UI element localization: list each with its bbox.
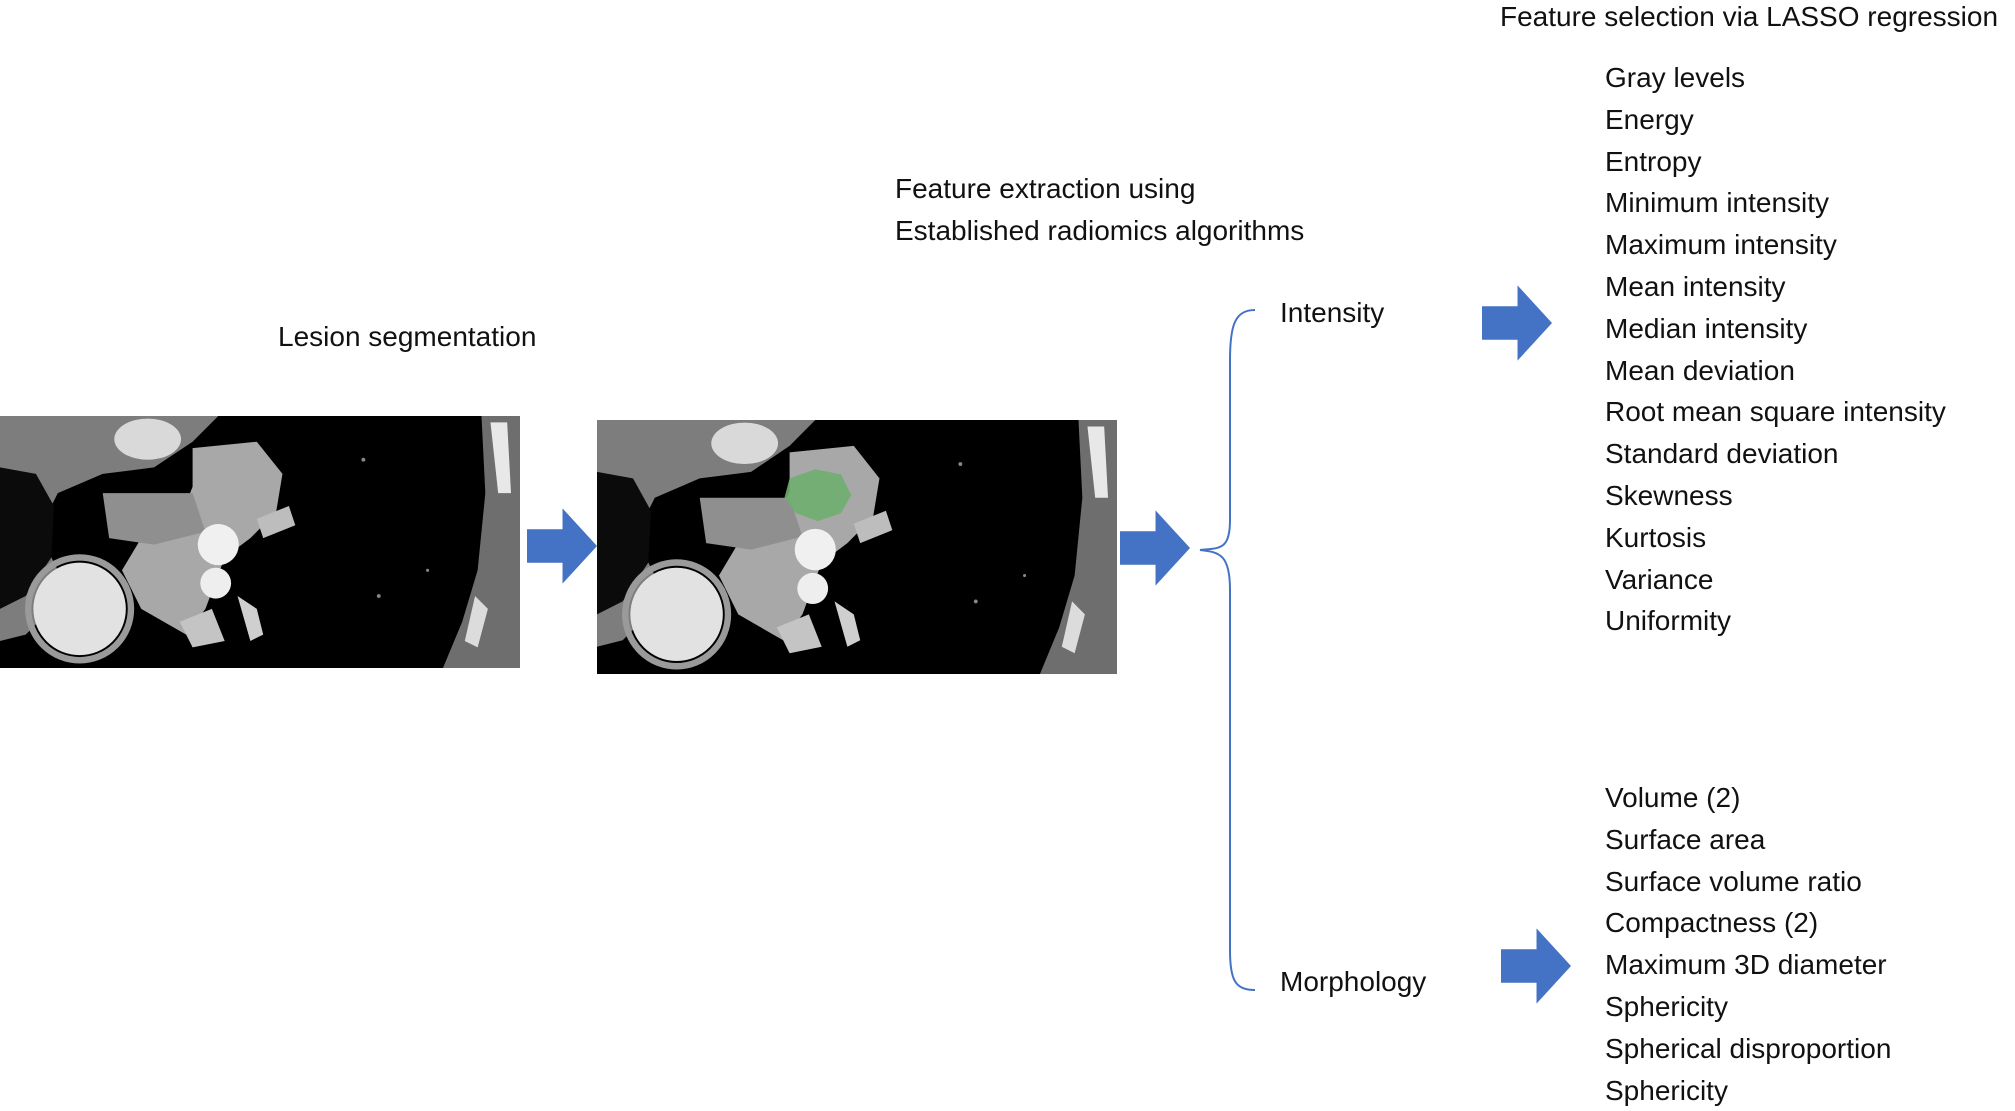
list-item: Energy	[1605, 103, 1694, 135]
morphology-feature-list: Volume (2) Surface area Surface volume r…	[1605, 777, 1891, 1111]
list-item: Maximum 3D diameter	[1605, 949, 1887, 981]
arrow-segmentation-to-extraction	[527, 508, 597, 584]
arrow-image-to-categories	[1120, 510, 1190, 586]
list-item: Root mean square intensity	[1605, 396, 1946, 428]
list-item: Entropy	[1605, 145, 1702, 177]
feature-extraction-label-line1: Feature extraction using	[895, 173, 1196, 204]
list-item: Spherical disproportion	[1605, 1032, 1892, 1064]
list-item: Compactness (2)	[1605, 907, 1819, 939]
ct-image-segmented	[597, 420, 1117, 674]
category-intensity: Intensity	[1280, 297, 1385, 328]
list-item: Maximum intensity	[1605, 229, 1837, 261]
arrow-intensity-to-features	[1482, 285, 1552, 361]
list-item: Mean intensity	[1605, 270, 1786, 302]
list-item: Variance	[1605, 563, 1714, 595]
list-item: Mean deviation	[1605, 354, 1795, 386]
category-morphology: Morphology	[1280, 966, 1427, 997]
list-item: Sphericity	[1605, 990, 1728, 1022]
list-item: Minimum intensity	[1605, 187, 1830, 219]
arrow-morphology-to-features	[1501, 928, 1571, 1004]
list-item: Median intensity	[1605, 312, 1808, 344]
list-item: Uniformity	[1605, 605, 1732, 637]
list-item: Surface volume ratio	[1605, 865, 1862, 897]
list-item: Standard deviation	[1605, 438, 1839, 470]
list-item: Kurtosis	[1605, 521, 1707, 553]
list-item: Skewness	[1605, 479, 1733, 511]
lesion-segmentation-label: Lesion segmentation	[278, 321, 537, 352]
list-item: Gray levels	[1605, 62, 1746, 93]
feature-selection-heading: Feature selection via LASSO regression	[1500, 1, 1999, 32]
segmentation-overlay	[784, 469, 852, 522]
list-item: Surface area	[1605, 823, 1766, 855]
list-item: Sphericity	[1605, 1074, 1728, 1106]
feature-extraction-label-line2: Established radiomics algorithms	[895, 215, 1305, 246]
ct-image-original	[0, 416, 520, 668]
list-item: Volume (2)	[1605, 782, 1741, 813]
intensity-feature-list: Gray levels Energy Entropy Minimum inten…	[1605, 57, 1946, 642]
category-brace	[1199, 309, 1256, 991]
